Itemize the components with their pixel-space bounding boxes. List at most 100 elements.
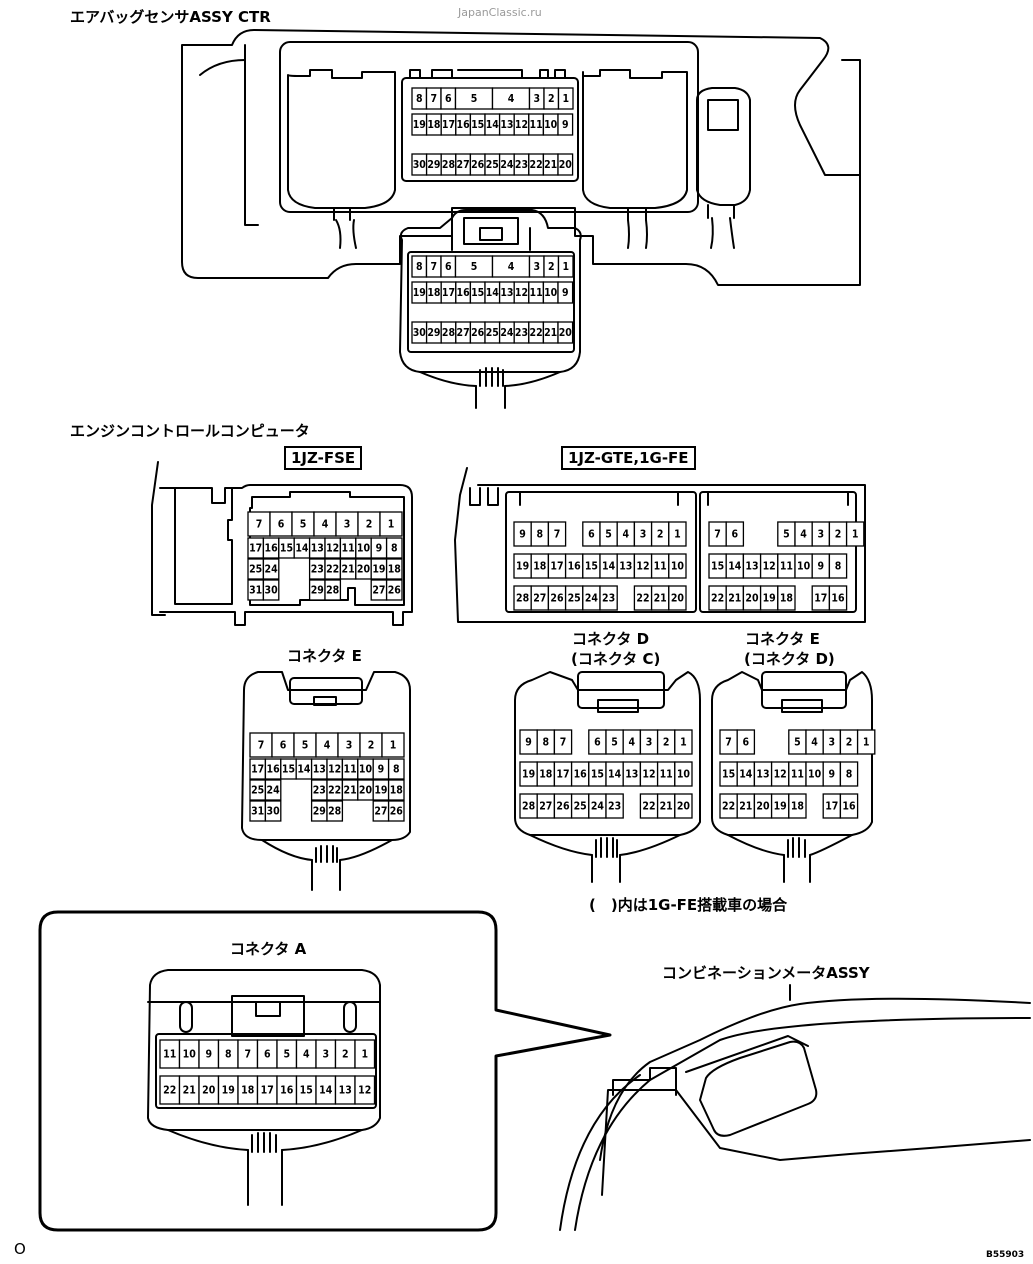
ecu-gte-d-pin-7: 7 <box>554 529 561 541</box>
ecu-gte-e-pin-4: 4 <box>800 529 807 541</box>
airbag-plug-pin-19: 19 <box>413 287 426 299</box>
ecu-gte-e-pin-19: 19 <box>763 593 776 605</box>
connector-e2-pin-22: 22 <box>722 801 735 813</box>
ecu-gte-e-pin-7: 7 <box>714 529 721 541</box>
connector-a-pin-21: 21 <box>183 1085 196 1097</box>
ecu-gte-d-pin-13: 13 <box>619 561 632 573</box>
connector-e-pin-23: 23 <box>313 785 326 797</box>
ecu-gte-e-pin-6: 6 <box>732 529 739 541</box>
airbag-socket-pin-22: 22 <box>530 159 543 171</box>
connector-e-pin-18: 18 <box>390 785 403 797</box>
airbag-socket-pin-29: 29 <box>427 159 440 171</box>
ecu-gte-e-pin-15: 15 <box>711 561 724 573</box>
ecu-gte-d-pin-27: 27 <box>533 593 546 605</box>
ecu-fse-pin-1-cell <box>379 511 403 537</box>
connector-d-pin-16: 16 <box>574 769 588 781</box>
connector-e-pin-1: 1 <box>390 740 397 752</box>
ecu-fse-pin-9: 9 <box>376 543 383 555</box>
ecu-fse-pin-10: 10 <box>357 543 371 555</box>
ecu-gte-e-pin-12: 12 <box>763 561 776 573</box>
ecu-gte-d-pin-3: 3 <box>640 529 647 541</box>
airbag-socket-pin-10: 10 <box>544 119 558 131</box>
ecu-fse-pin-4: 4 <box>322 519 329 531</box>
airbag-plug-pin-1: 1 <box>562 261 569 273</box>
connector-d-pin-25: 25 <box>574 801 587 813</box>
ecu-fse-pin-7: 7 <box>256 519 263 531</box>
ecu-gte-e-pin-18: 18 <box>780 593 793 605</box>
connector-d-alt-title: (コネクタ C) <box>571 650 661 668</box>
connector-e-pin-24: 24 <box>267 785 281 797</box>
ecu-gte-d-pin-7-cell <box>547 521 567 547</box>
airbag-plug-pin-8: 8 <box>416 261 423 273</box>
airbag-plug-pin-7: 7 <box>430 261 437 273</box>
connector-a-pin-22: 22 <box>163 1085 176 1097</box>
airbag-socket-pin-4: 4 <box>508 93 515 105</box>
connector-d-pin-20-cell <box>674 793 693 819</box>
airbag-plug-pin-16: 16 <box>457 287 471 299</box>
airbag-plug-pin-26: 26 <box>471 327 485 339</box>
airbag-plug-pin-9: 9 <box>562 287 569 299</box>
airbag-socket-pin-14: 14 <box>486 119 500 131</box>
ecu-gte-e-pin-1: 1 <box>852 529 859 541</box>
connector-d-pin-14: 14 <box>608 769 622 781</box>
ecu-gte-d-pin-26: 26 <box>550 593 564 605</box>
airbag-plug-pin-12: 12 <box>515 287 528 299</box>
ecu-gte-e-pin-8: 8 <box>835 561 842 573</box>
connector-e2-pin-12: 12 <box>774 769 787 781</box>
zoom-frame <box>38 910 612 1232</box>
ecu-fse-pin-5: 5 <box>300 519 307 531</box>
airbag-plug-pin-27: 27 <box>457 327 470 339</box>
airbag-socket-pin-15: 15 <box>471 119 484 131</box>
ecu-gte-d-pin-1-cell <box>668 521 687 547</box>
connector-e2-pin-11: 11 <box>791 769 804 781</box>
airbag-socket-pin-26: 26 <box>471 159 485 171</box>
connector-e2-pin-15: 15 <box>722 769 735 781</box>
airbag-plug-pin-4: 4 <box>508 261 515 273</box>
ecu-gte-d-pin-23: 23 <box>602 593 615 605</box>
airbag-plug-pin-24: 24 <box>500 327 514 339</box>
ecu-gte-d-pin-23-cell <box>599 585 618 611</box>
airbag-plug-pin-9-cell <box>557 281 574 304</box>
connector-e-pin-10: 10 <box>359 764 373 776</box>
watermark: JapanClassic.ru <box>458 6 542 19</box>
connector-a-plug <box>147 969 381 1206</box>
connector-a-pin-17: 17 <box>261 1085 274 1097</box>
connector-e-pin-16: 16 <box>267 764 281 776</box>
ecu-gte-e-pin-18-cell <box>777 585 796 611</box>
ecu-fse-pin-30: 30 <box>265 585 279 597</box>
connector-e2-pin-1: 1 <box>863 737 870 749</box>
connector-e-pin-8-cell <box>387 758 405 780</box>
connector-d-pin-28: 28 <box>522 801 535 813</box>
ecu-fse-pin-1: 1 <box>388 519 395 531</box>
ecu-fse-pin-29: 29 <box>311 585 324 597</box>
ecu-gte-d-pin-22: 22 <box>636 593 649 605</box>
ecu-gte-d-pin-1: 1 <box>674 529 681 541</box>
airbag-socket-pin-28: 28 <box>442 159 455 171</box>
ecu-gte-d-pin-5: 5 <box>605 529 612 541</box>
connector-e-pin-6: 6 <box>280 740 287 752</box>
connector-d-pin-26: 26 <box>556 801 570 813</box>
connector-a-pin-10: 10 <box>183 1049 197 1061</box>
connector-d-pin-9: 9 <box>525 737 532 749</box>
connector-e2-pin-1-cell <box>856 729 876 755</box>
ecu-gte-e-pin-2: 2 <box>835 529 842 541</box>
airbag-socket-pin-1-cell <box>557 87 574 110</box>
connector-a-pin-19: 19 <box>222 1085 235 1097</box>
ecu-fse-pin-19: 19 <box>372 564 385 576</box>
connector-d-pin-1-cell <box>674 729 693 755</box>
ecu-fse-pin-14: 14 <box>295 543 309 555</box>
ecu-fse-pin-8: 8 <box>391 543 398 555</box>
ecu-gte-d-pin-2: 2 <box>657 529 664 541</box>
connector-d-pin-20: 20 <box>677 801 691 813</box>
airbag-plug-pin-25: 25 <box>486 327 499 339</box>
connector-e-pin-7: 7 <box>258 740 265 752</box>
connector-e2-pin-3: 3 <box>829 737 836 749</box>
airbag-socket-pin-12: 12 <box>515 119 528 131</box>
connector-e-pin-31: 31 <box>251 806 264 818</box>
connector-e2-pin-18: 18 <box>791 801 804 813</box>
ecu-gte-d-pin-20-cell <box>668 585 687 611</box>
airbag-socket-pin-27: 27 <box>457 159 470 171</box>
airbag-socket-pin-21: 21 <box>544 159 557 171</box>
